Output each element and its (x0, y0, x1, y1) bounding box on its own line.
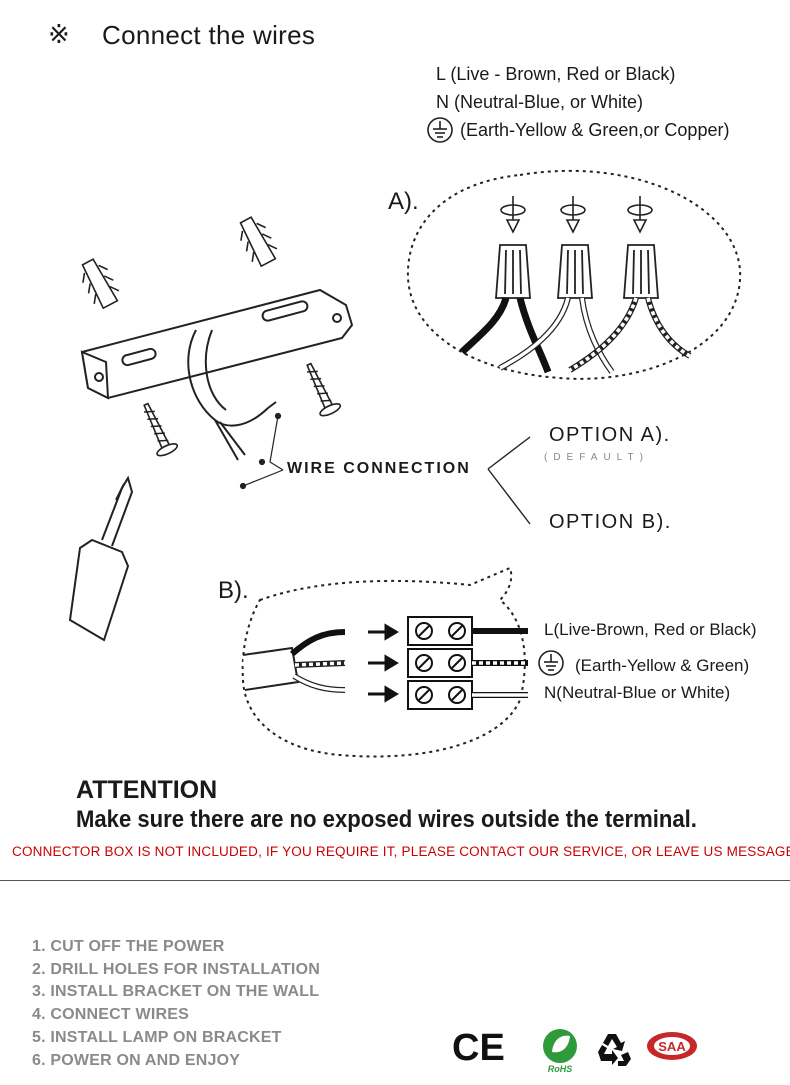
ce-mark-icon: CE (452, 1027, 505, 1069)
divider (0, 880, 790, 881)
page-title: Connect the wires (102, 20, 316, 50)
attention-text: Make sure there are no exposed wires out… (76, 806, 697, 833)
svg-text:RoHS: RoHS (548, 1064, 573, 1074)
rotate-arrow-icon (500, 196, 653, 234)
rohs-leaf-icon: RoHS (543, 1029, 577, 1074)
option-a-bubble (406, 169, 742, 380)
screw-icon (143, 362, 342, 457)
installation-steps: 1. CUT OFF THE POWER 2. DRILL HOLES FOR … (32, 936, 320, 1072)
terminal-block-icon (407, 616, 473, 710)
option-b-title: OPTION B). (549, 511, 672, 533)
mounting-bracket-icon (80, 288, 354, 400)
terminal-earth-label: (Earth-Yellow & Green) (575, 656, 750, 675)
reference-mark: ※ (48, 20, 70, 50)
legend-neutral: N (Neutral-Blue, or White) (436, 92, 644, 112)
legend-earth: (Earth-Yellow & Green,or Copper) (460, 120, 730, 140)
svg-text:SAA: SAA (658, 1039, 686, 1054)
arrow-right-icon (368, 623, 399, 703)
option-b-bubble (241, 566, 526, 758)
list-item: 2. DRILL HOLES FOR INSTALLATION (32, 960, 320, 978)
list-item: 3. INSTALL BRACKET ON THE WALL (32, 983, 320, 1001)
option-a-label: A). (388, 188, 419, 215)
screwdriver-icon (68, 475, 134, 642)
list-item: 5. INSTALL LAMP ON BRACKET (32, 1028, 282, 1046)
attention-title: ATTENTION (76, 776, 218, 804)
svg-text:CE: CE (452, 1027, 505, 1069)
installation-illustration (68, 169, 742, 758)
option-a-title: OPTION A). (549, 424, 671, 446)
saa-mark-icon: SAA (647, 1032, 697, 1060)
list-item: 1. CUT OFF THE POWER (32, 938, 225, 955)
terminal-neutral-label: N(Neutral-Blue or White) (544, 683, 731, 702)
wall-plug-icon (81, 216, 278, 310)
earth-ground-icon (538, 650, 564, 676)
option-split-lines (487, 436, 531, 525)
terminal-live-label: L(Live-Brown, Red or Black) (544, 620, 757, 639)
recycle-icon (598, 1034, 631, 1066)
list-item: 4. CONNECT WIRES (32, 1006, 189, 1024)
wire-nut-icon (495, 244, 659, 299)
list-item: 6. POWER ON AND ENJOY (32, 1051, 241, 1069)
option-a-default-note: (DEFAULT) (544, 452, 649, 463)
earth-ground-icon (427, 117, 453, 143)
certification-logos: CE RoHS SAA (452, 1027, 697, 1074)
power-cable-icon (187, 329, 277, 461)
legend-live: L (Live - Brown, Red or Black) (436, 64, 676, 84)
wire-connection-label: WIRE CONNECTION (287, 460, 471, 477)
connector-note: CONNECTOR BOX IS NOT INCLUDED, IF YOU RE… (12, 844, 790, 859)
option-b-label: B). (218, 577, 249, 604)
